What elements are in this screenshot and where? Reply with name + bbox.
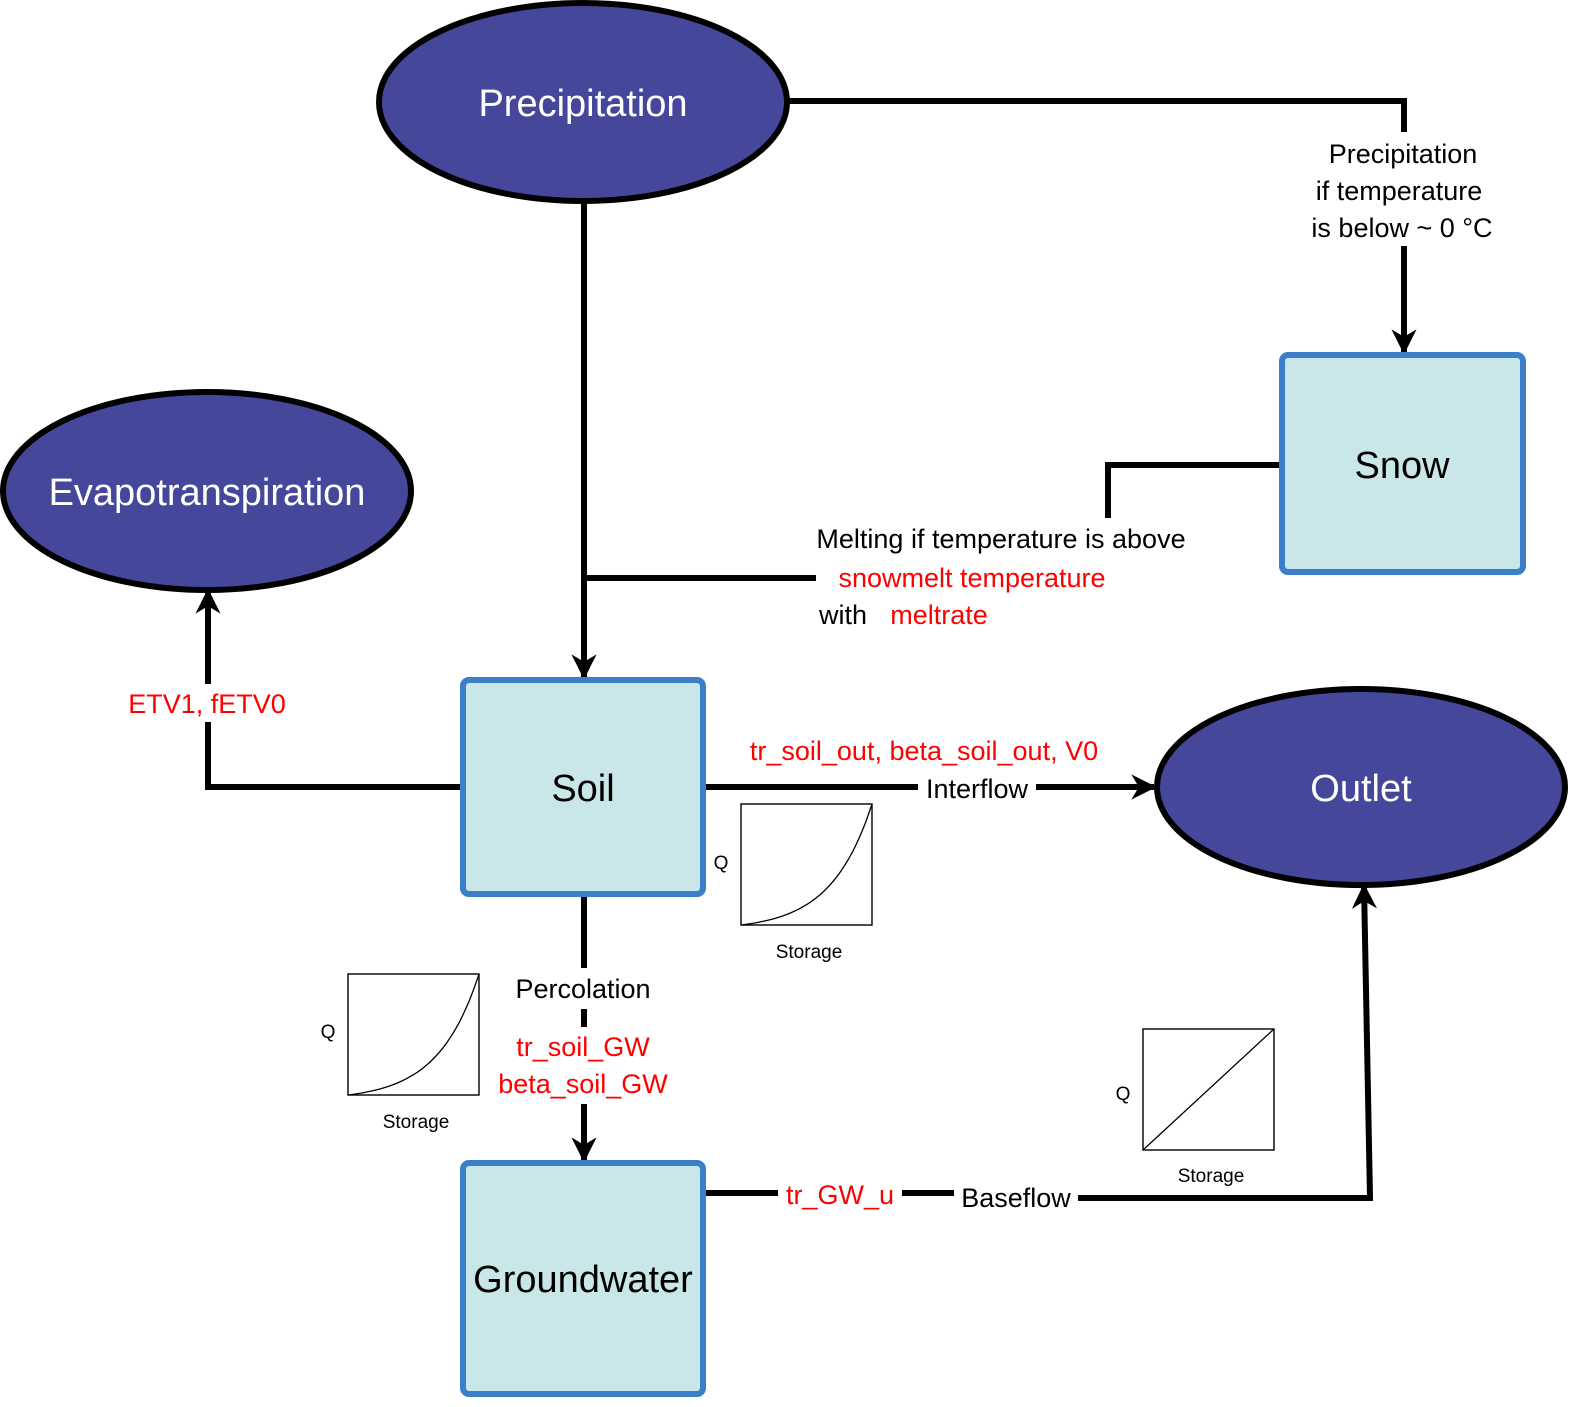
groundwater-box [460,1160,706,1397]
label-snowmelt: Melting if temperature is above snowmelt… [816,524,1185,630]
interflow-params: tr_soil_out, beta_soil_out, V0 [750,736,1098,766]
outlet-ellipse [1154,686,1568,888]
mini-chart-xlabel: Storage [1178,1166,1245,1187]
evapotranspiration-label: Evapotranspiration [49,472,366,514]
connector-baseflow-right [1078,883,1378,1201]
percolation-param-1: tr_soil_GW [516,1032,650,1062]
snow-label: Snow [1354,445,1450,487]
soil-label: Soil [551,768,614,810]
et-params-label: ETV1, fETV0 [128,689,286,719]
percolation-label: Percolation [515,974,650,1004]
snowmelt-with-text: with [818,600,867,630]
label-baseflow: tr_GW_u Baseflow [786,1180,1071,1213]
mini-chart-curve [1142,1028,1275,1151]
label-interflow: tr_soil_out, beta_soil_out, V0 Interflow [750,736,1098,804]
soil-box [460,677,706,897]
label-precip-to-snow: Precipitation if temperature is below ~ … [1311,139,1492,243]
mini-chart-curve [347,973,480,1096]
mini-chart-ylabel: Q [321,1022,336,1043]
precipitation-label: Precipitation [478,83,687,125]
mini-chart-percolation: Q Storage [321,973,480,1133]
mini-chart-interflow: Q Storage [714,803,873,963]
node-groundwater[interactable]: Groundwater [460,1160,706,1397]
mini-chart-frame [347,973,480,1096]
node-evapotranspiration[interactable]: Evapotranspiration [0,389,414,593]
interflow-label: Interflow [926,774,1029,804]
snowmelt-temperature-param: snowmelt temperature [838,563,1105,593]
mini-chart-ylabel: Q [714,853,729,874]
precip-snow-line-1: Precipitation [1329,139,1478,169]
precip-snow-line-3: is below ~ 0 °C [1311,213,1492,243]
groundwater-label: Groundwater [473,1259,693,1301]
snowmelt-line-1: Melting if temperature is above [816,524,1185,554]
node-outlet[interactable]: Outlet [1154,686,1568,888]
baseflow-param: tr_GW_u [786,1180,894,1210]
node-soil[interactable]: Soil [460,677,706,897]
connector-precip-to-snow-top [788,98,1407,132]
outlet-label: Outlet [1310,768,1412,810]
snow-box [1279,352,1526,575]
mini-chart-xlabel: Storage [776,942,843,963]
connector-snowmelt-top [1105,462,1281,518]
precipitation-ellipse [376,0,790,204]
evapotranspiration-ellipse [0,389,414,593]
connector-soil-to-et-bottom [205,722,462,790]
mini-chart-ylabel: Q [1116,1084,1131,1105]
mini-chart-xlabel: Storage [383,1112,450,1133]
mini-chart-baseflow: Q Storage [1116,1028,1275,1187]
node-snow[interactable]: Snow [1279,352,1526,575]
baseflow-label: Baseflow [961,1183,1071,1213]
node-precipitation[interactable]: Precipitation [376,0,790,204]
mini-chart-frame [740,803,873,926]
precip-snow-line-2: if temperature [1316,176,1483,206]
meltrate-param: meltrate [890,600,988,630]
label-percolation: Percolation tr_soil_GW beta_soil_GW [498,974,668,1099]
percolation-param-2: beta_soil_GW [498,1069,668,1099]
mini-chart-curve [740,803,873,926]
